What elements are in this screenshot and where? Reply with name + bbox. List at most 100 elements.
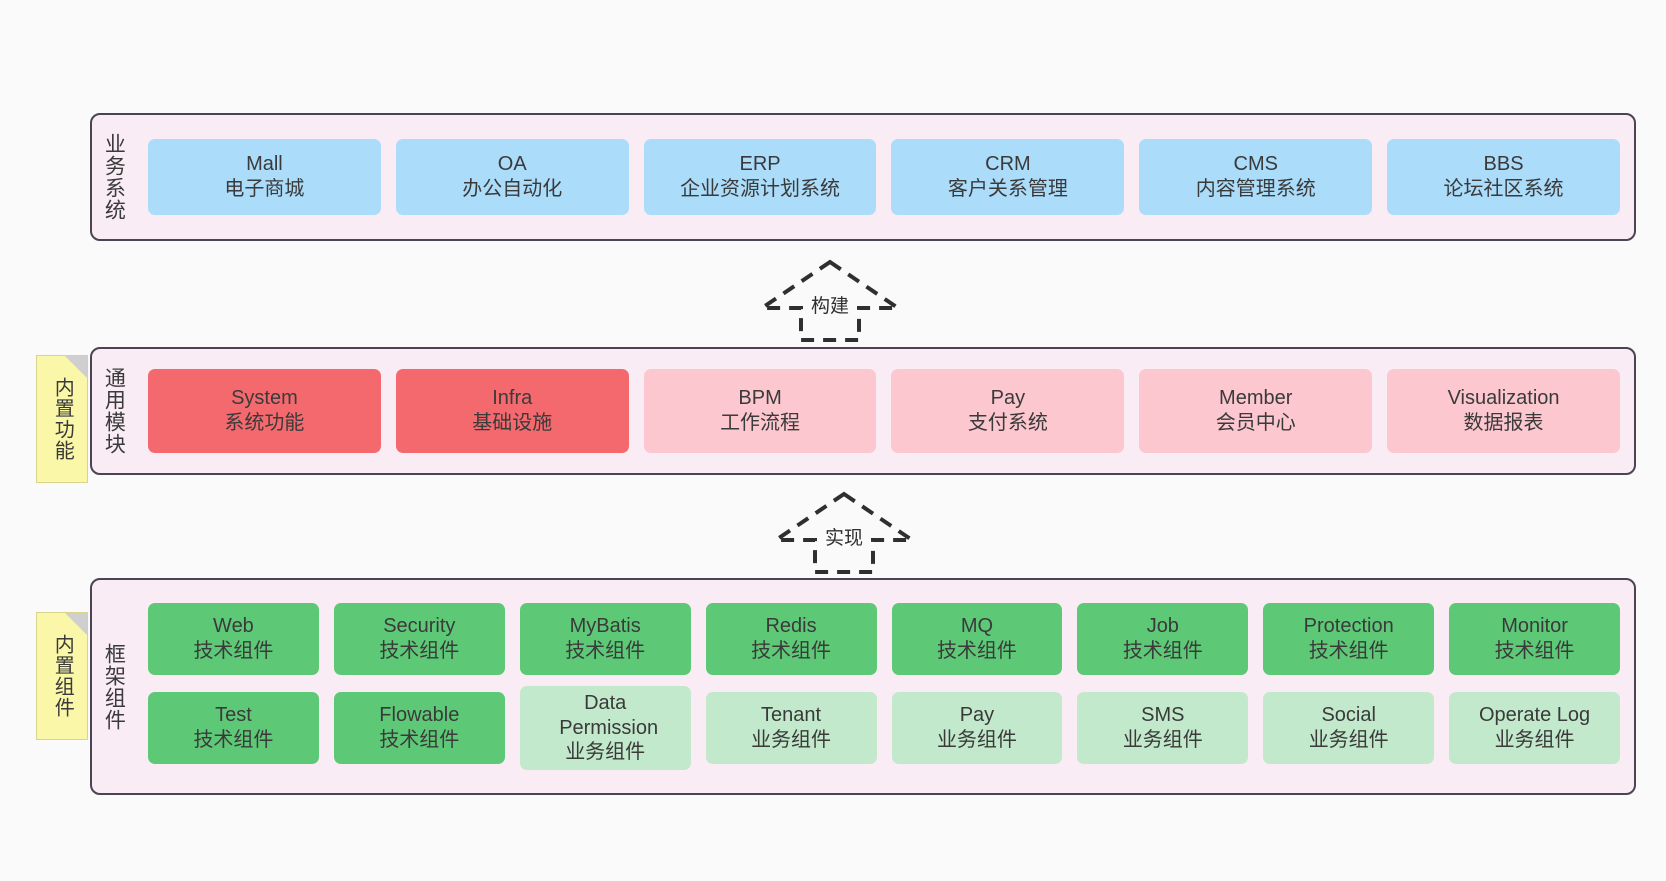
module-card-desc: 工作流程: [720, 412, 801, 434]
component-card-desc: 技术组件: [936, 640, 1017, 662]
system-card-oa[interactable]: OA 办公自动化: [395, 139, 629, 215]
component-card-social[interactable]: Social 业务组件: [1263, 692, 1435, 764]
component-row-bottom: Test 技术组件 Flowable 技术组件 Data Permission …: [148, 686, 1620, 770]
component-card-mybatis[interactable]: MyBatis 技术组件: [519, 603, 691, 675]
component-card-desc: 技术组件: [751, 640, 832, 662]
component-card-name: Tenant: [761, 704, 822, 727]
connector-build-label: 构建: [810, 296, 850, 317]
system-card-desc: 论坛社区系统: [1443, 178, 1564, 200]
system-card-crm[interactable]: CRM 客户关系管理: [891, 139, 1125, 215]
layer-framework-component: 框架组件 Web 技术组件 Security 技术组件 MyBatis 技术组件…: [90, 578, 1636, 795]
component-card-monitor[interactable]: Monitor 技术组件: [1449, 603, 1620, 675]
component-card-desc: 业务组件: [565, 741, 646, 764]
module-card-desc: 支付系统: [967, 412, 1048, 434]
system-card-name: BBS: [1483, 153, 1524, 176]
module-card-desc: 数据报表: [1463, 412, 1544, 434]
component-card-name: SMS: [1141, 704, 1185, 727]
layer-business-system-body: Mall 电子商城 OA 办公自动化 ERP 企业资源计划系统 CRM 客户关系…: [134, 115, 1634, 239]
system-card-cms[interactable]: CMS 内容管理系统: [1139, 139, 1373, 215]
note-builtin-feature: 内置功能: [36, 355, 88, 483]
component-card-protection[interactable]: Protection 技术组件: [1263, 603, 1435, 675]
connector-build: 构建: [758, 258, 902, 344]
component-card-name: Protection: [1303, 615, 1394, 638]
note-builtin-feature-label: 内置功能: [51, 377, 74, 461]
module-card-name: System: [231, 387, 298, 410]
module-card-name: BPM: [738, 387, 782, 410]
system-card-name: ERP: [739, 153, 781, 176]
component-card-desc: 技术组件: [193, 640, 274, 662]
component-card-desc: 业务组件: [1308, 729, 1389, 751]
arrow-up-dashed-icon: [772, 491, 916, 574]
module-card-name: Infra: [492, 387, 533, 410]
component-card-tenant[interactable]: Tenant 业务组件: [705, 692, 877, 764]
connector-implement-label: 实现: [824, 528, 864, 549]
component-card-desc: 业务组件: [1494, 729, 1575, 751]
system-card-desc: 客户关系管理: [947, 178, 1068, 200]
component-card-name: Security: [383, 615, 456, 638]
component-card-name: Data Permission: [559, 691, 659, 739]
component-card-name: Web: [213, 615, 254, 638]
module-card-member[interactable]: Member 会员中心: [1139, 369, 1373, 453]
system-card-bbs[interactable]: BBS 论坛社区系统: [1387, 139, 1620, 215]
layer-framework-component-body: Web 技术组件 Security 技术组件 MyBatis 技术组件 Redi…: [134, 580, 1634, 793]
component-card-data-permission[interactable]: Data Permission 业务组件: [519, 686, 691, 770]
system-card-name: Mall: [246, 153, 283, 176]
component-card-operate-log[interactable]: Operate Log 业务组件: [1449, 692, 1620, 764]
system-card-mall[interactable]: Mall 电子商城: [148, 139, 381, 215]
module-card-visualization[interactable]: Visualization 数据报表: [1387, 369, 1620, 453]
component-card-name: Operate Log: [1478, 704, 1591, 727]
system-card-desc: 内容管理系统: [1195, 178, 1316, 200]
component-card-name: Pay: [959, 704, 995, 727]
component-card-pay[interactable]: Pay 业务组件: [891, 692, 1063, 764]
module-card-system[interactable]: System 系统功能: [148, 369, 381, 453]
component-row-top: Web 技术组件 Security 技术组件 MyBatis 技术组件 Redi…: [148, 603, 1620, 675]
layer-common-module: 通用模块 System 系统功能 Infra 基础设施 BPM 工作流程 Pay…: [90, 347, 1636, 475]
layer-business-system-label: 业务系统: [102, 133, 126, 221]
module-card-name: Visualization: [1447, 387, 1560, 410]
component-card-name: Job: [1146, 615, 1179, 638]
component-card-desc: 技术组件: [379, 640, 460, 662]
component-card-desc: 技术组件: [1308, 640, 1389, 662]
system-card-desc: 电子商城: [224, 178, 305, 200]
component-card-name: MyBatis: [569, 615, 641, 638]
component-card-desc: 业务组件: [936, 729, 1017, 751]
component-card-flowable[interactable]: Flowable 技术组件: [333, 692, 505, 764]
component-card-desc: 技术组件: [565, 640, 646, 662]
component-card-web[interactable]: Web 技术组件: [148, 603, 319, 675]
component-card-redis[interactable]: Redis 技术组件: [705, 603, 877, 675]
module-card-bpm[interactable]: BPM 工作流程: [643, 369, 877, 453]
arrow-up-dashed-icon: [758, 259, 902, 342]
layer-common-module-label: 通用模块: [102, 367, 126, 455]
system-card-desc: 办公自动化: [462, 178, 563, 200]
component-card-test[interactable]: Test 技术组件: [148, 692, 319, 764]
component-card-desc: 技术组件: [193, 729, 274, 751]
module-card-name: Pay: [990, 387, 1026, 410]
component-card-name: Flowable: [379, 704, 460, 727]
system-card-erp[interactable]: ERP 企业资源计划系统: [643, 139, 877, 215]
module-card-desc: 系统功能: [224, 412, 305, 434]
note-fold-corner-icon: [65, 613, 87, 635]
component-card-name: Monitor: [1501, 615, 1568, 638]
component-card-desc: 业务组件: [1122, 729, 1203, 751]
module-card-name: Member: [1219, 387, 1293, 410]
module-card-infra[interactable]: Infra 基础设施: [395, 369, 629, 453]
module-card-desc: 会员中心: [1215, 412, 1296, 434]
component-card-sms[interactable]: SMS 业务组件: [1077, 692, 1249, 764]
component-card-name: Redis: [765, 615, 817, 638]
component-card-job[interactable]: Job 技术组件: [1077, 603, 1249, 675]
system-card-name: OA: [497, 153, 527, 176]
note-builtin-component-label: 内置组件: [51, 634, 74, 718]
module-card-pay[interactable]: Pay 支付系统: [891, 369, 1125, 453]
module-card-desc: 基础设施: [472, 412, 553, 434]
system-card-name: CMS: [1233, 153, 1278, 176]
note-fold-corner-icon: [65, 356, 87, 378]
component-card-desc: 技术组件: [379, 729, 460, 751]
component-card-mq[interactable]: MQ 技术组件: [891, 603, 1063, 675]
component-card-desc: 技术组件: [1494, 640, 1575, 662]
note-builtin-component: 内置组件: [36, 612, 88, 740]
component-card-name: Test: [215, 704, 252, 727]
component-card-name: Social: [1321, 704, 1376, 727]
component-card-desc: 业务组件: [751, 729, 832, 751]
layer-framework-component-label: 框架组件: [102, 642, 126, 731]
component-card-security[interactable]: Security 技术组件: [333, 603, 505, 675]
